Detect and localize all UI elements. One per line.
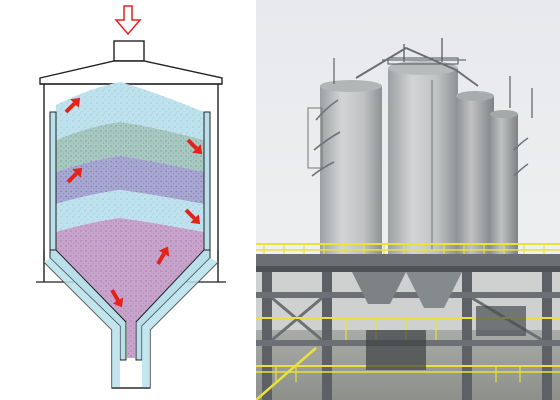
silo-photo [256,0,560,400]
upper-platform [256,243,560,272]
inner-liner [43,111,219,389]
silo-schematic [0,0,256,400]
flow-arrow-icon [64,97,81,114]
silo-inlet [113,40,145,62]
flow-arrow-icon [66,167,83,184]
flow-arrow-icon [156,246,170,265]
granular-fill [56,82,204,358]
inlet-arrow-icon [114,5,142,36]
silo [388,68,458,258]
silo [490,114,518,254]
flow-arrows [64,97,203,308]
silo [456,96,494,254]
silo-group [307,38,533,258]
flow-arrow-icon [110,289,124,308]
flow-arrow-icon [186,138,203,155]
flow-arrow-icon [184,208,201,225]
steel-structure [256,272,560,400]
silo-roof [39,60,223,85]
silo [320,86,382,254]
